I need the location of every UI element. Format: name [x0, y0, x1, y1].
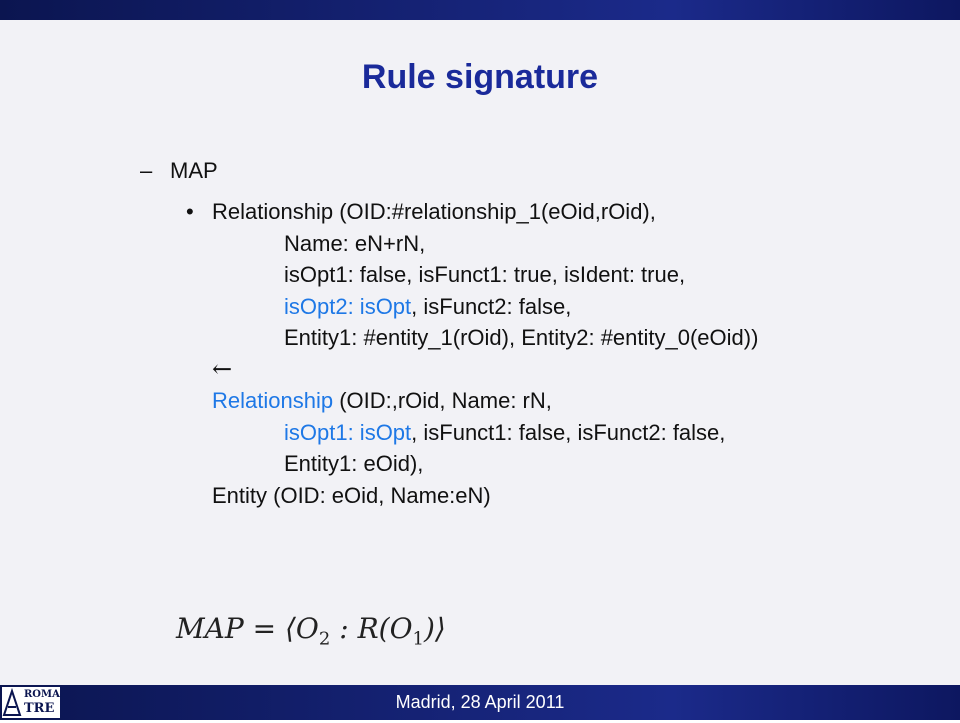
highlighted-text: isOpt1: isOpt — [284, 419, 412, 445]
formula-mid: : R(O — [330, 612, 413, 645]
slide-background — [0, 20, 960, 685]
rule-line-3: isOpt1: false, isFunct1: true, isIdent: … — [186, 259, 758, 291]
rule-line-4: isOpt2: isOpt, isFunct2: false, — [186, 291, 758, 323]
rule-line-8: isOpt1: isOpt, isFunct1: false, isFunct2… — [186, 417, 758, 449]
rule-text: (OID:,rOid, Name: rN, — [333, 388, 552, 413]
highlighted-text: Relationship — [212, 388, 334, 413]
logo-text-tre: TRE — [24, 701, 55, 716]
rule-text: Entity (OID: eOid, Name:eN) — [212, 482, 491, 508]
rule-line-10: Entity (OID: eOid, Name:eN) — [186, 480, 758, 512]
formula-sub-1: 1 — [412, 628, 424, 650]
formula-end: )⟩ — [424, 612, 446, 645]
rule-text: isOpt1: false, isFunct1: true, isIdent: … — [284, 262, 686, 287]
left-arrow-icon: ← — [212, 354, 233, 383]
rule-text: Entity1: eOid), — [284, 451, 424, 476]
rule-line-9: Entity1: eOid), — [186, 448, 758, 480]
rule-line-7: Relationship (OID:,rOid, Name: rN, — [186, 385, 758, 417]
rule-text: , isFunct1: false, isFunct2: false, — [411, 419, 726, 445]
formula-sub-2: 2 — [318, 628, 331, 650]
rule-text: Entity1: #entity_1(rOid), Entity2: #enti… — [284, 325, 759, 350]
map-heading: –MAP — [140, 158, 218, 184]
heading-text: MAP — [170, 158, 218, 183]
map-formula: MAP = ⟨O2 : R(O1)⟩ — [176, 612, 446, 650]
rule-text: , isFunct2: false, — [411, 293, 572, 319]
rule-text: Name: eN+rN, — [284, 230, 426, 256]
bottom-bar — [0, 685, 960, 720]
top-bar — [0, 0, 960, 20]
roma-tre-logo: ROMA TRE — [2, 687, 60, 718]
rule-line-2: Name: eN+rN, — [186, 228, 758, 260]
rule-text: Relationship (OID:#relationship_1(eOid,r… — [212, 199, 656, 224]
formula-o: O — [295, 612, 319, 645]
rule-line-5: Entity1: #entity_1(rOid), Entity2: #enti… — [186, 322, 758, 354]
rule-body: • Relationship (OID:#relationship_1(eOid… — [186, 196, 758, 511]
footer-text: Madrid, 28 April 2011 — [395, 692, 565, 712]
formula-eq: = ⟨ — [243, 612, 296, 645]
logo-text-roma: ROMA — [24, 689, 60, 700]
dash-marker: – — [140, 158, 153, 183]
rule-line-1: • Relationship (OID:#relationship_1(eOid… — [186, 196, 758, 228]
logo-emblem-icon — [2, 687, 22, 716]
highlighted-text: isOpt2: isOpt — [284, 293, 412, 319]
formula-lhs: MAP — [176, 612, 244, 645]
slide-title: Rule signature — [361, 58, 599, 96]
rule-arrow: ← — [186, 354, 758, 386]
bullet-marker: • — [186, 199, 194, 224]
